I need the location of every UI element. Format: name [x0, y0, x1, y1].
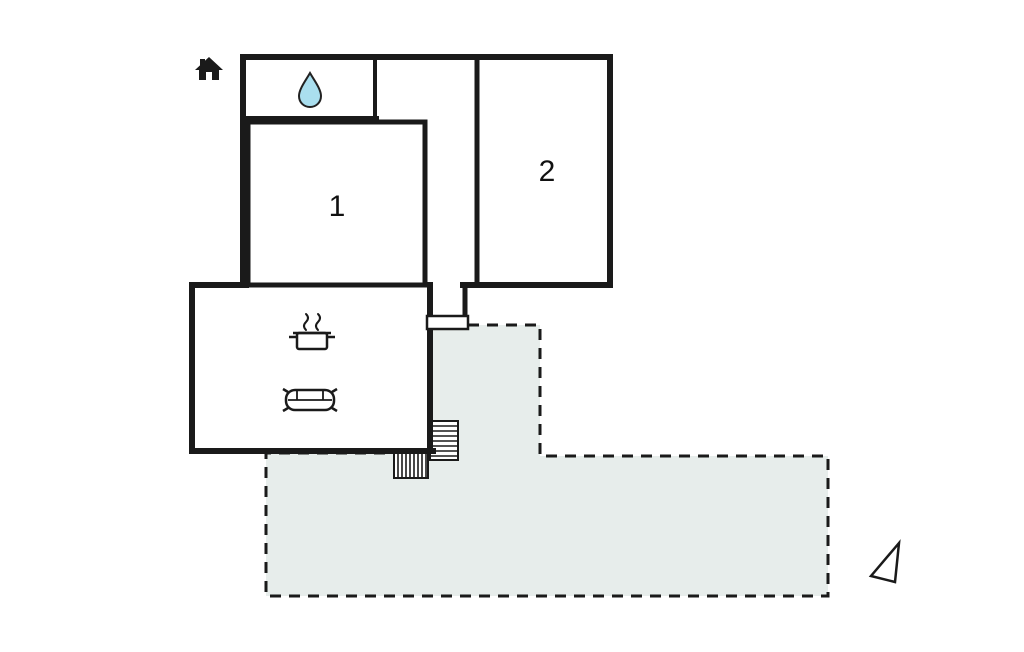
house-icon: [195, 57, 223, 80]
terrace-area: [264, 323, 830, 598]
water-drop-icon: [297, 70, 323, 109]
room-1-label: 1: [329, 190, 346, 223]
walls: [189, 54, 613, 454]
cooking-pot-icon: [289, 313, 335, 351]
north-arrow-icon: [868, 539, 901, 584]
room-2-label: 2: [539, 155, 556, 188]
stairs-symbol: [393, 420, 459, 479]
door-symbol: [425, 314, 470, 331]
sofa-icon: [282, 387, 338, 413]
room-1-outline: [245, 119, 428, 288]
